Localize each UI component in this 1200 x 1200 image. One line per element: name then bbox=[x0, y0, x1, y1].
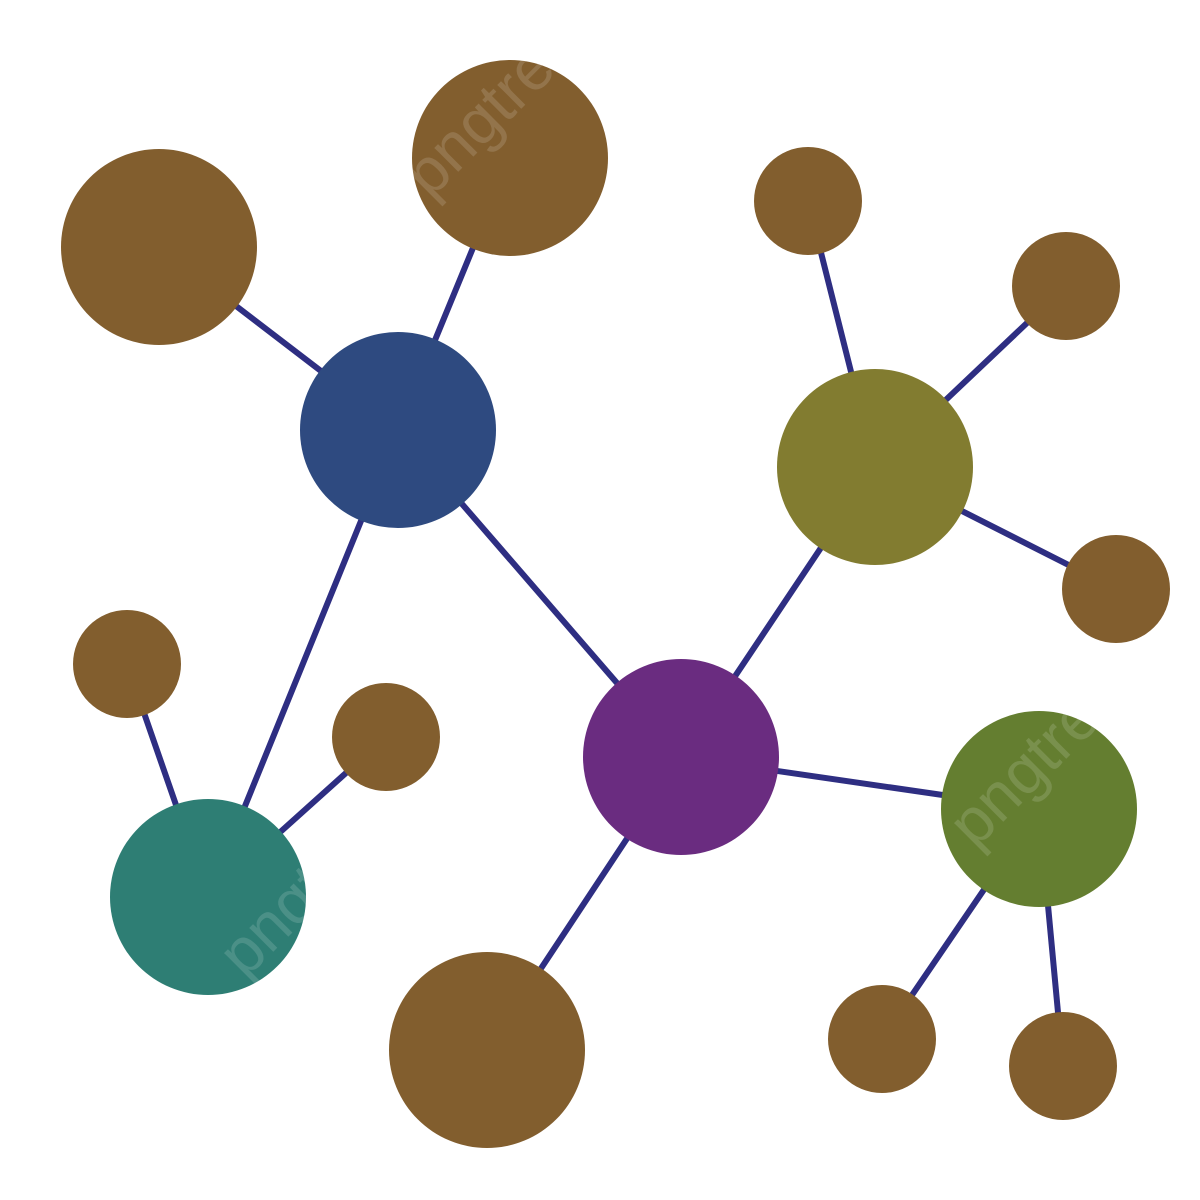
node-hub-olive bbox=[777, 369, 973, 565]
node-hub-blue bbox=[300, 332, 496, 528]
node-leaf-top bbox=[412, 60, 608, 256]
node-leaf-olive-right bbox=[1012, 232, 1120, 340]
node-leaf-green-left bbox=[828, 985, 936, 1093]
node-hub-green bbox=[941, 711, 1137, 907]
node-leaf-teal-right bbox=[332, 683, 440, 791]
node-leaf-olive-top bbox=[754, 147, 862, 255]
node-hub-teal bbox=[110, 799, 306, 995]
node-leaf-bottom bbox=[389, 952, 585, 1148]
nodes-layer bbox=[61, 60, 1170, 1148]
node-leaf-teal-left bbox=[73, 610, 181, 718]
node-hub-purple bbox=[583, 659, 779, 855]
node-leaf-olive-lower bbox=[1062, 535, 1170, 643]
node-leaf-green-right bbox=[1009, 1012, 1117, 1120]
node-leaf-top-left bbox=[61, 149, 257, 345]
